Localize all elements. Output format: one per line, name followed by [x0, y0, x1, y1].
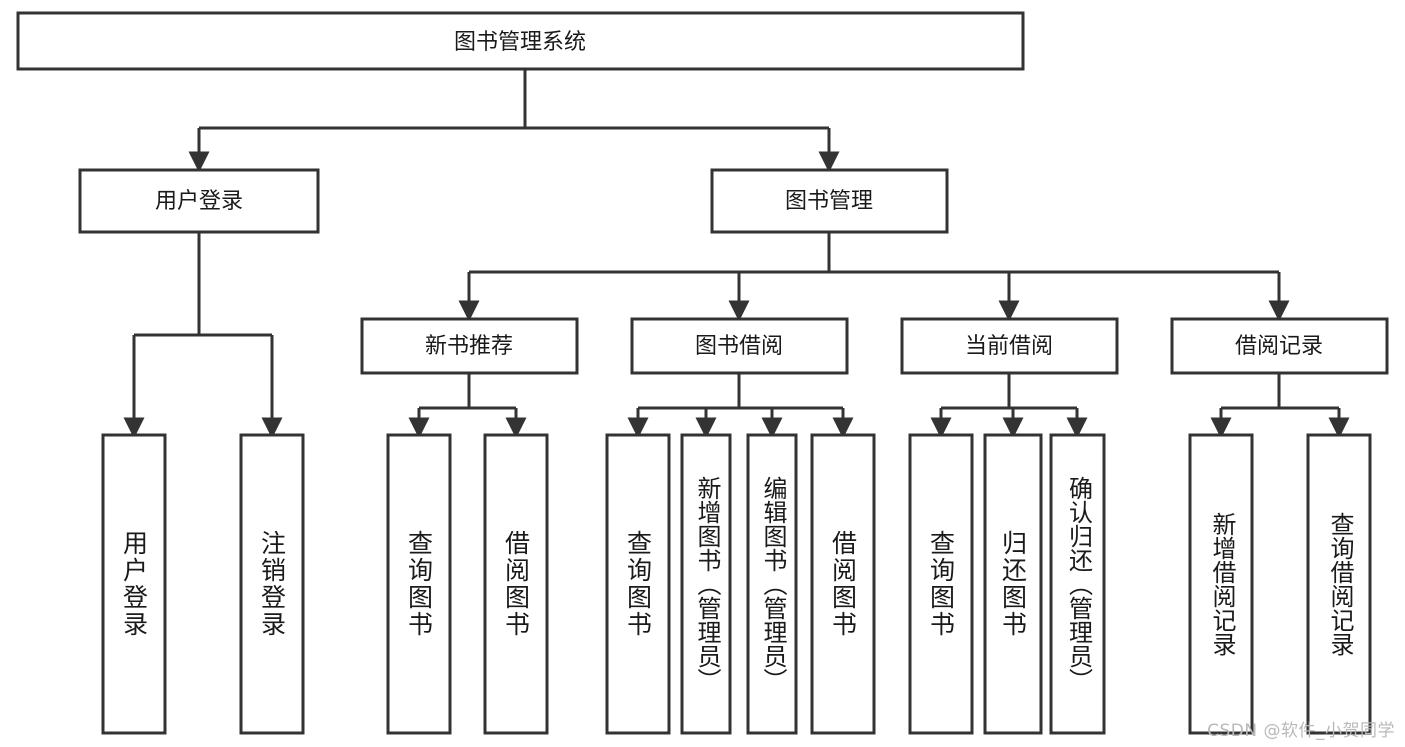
leaf-add-book-rect[interactable]: [680, 433, 732, 735]
node-book-borrow-rect[interactable]: [630, 317, 849, 375]
connector-book-manage-to-level3: [458, 232, 1290, 322]
leaf-boxes: [101, 433, 1372, 735]
leaf-logout-rect[interactable]: [239, 433, 305, 735]
node-current-borrow[interactable]: 当前借阅: [900, 317, 1119, 375]
leaf-edit-book-rect[interactable]: [746, 433, 798, 735]
node-root-label: 图书管理系统: [454, 30, 586, 55]
node-book-manage-rect[interactable]: [710, 168, 949, 234]
node-root[interactable]: 图书管理系统: [16, 11, 1025, 71]
leaf-user-login-rect[interactable]: [101, 433, 167, 735]
leaf-borrow-book-2-rect[interactable]: [810, 433, 876, 735]
node-new-book-rec-rect[interactable]: [360, 317, 579, 375]
leaf-query-book-2-rect[interactable]: [605, 433, 671, 735]
leaf-confirm-return-rect[interactable]: [1049, 433, 1106, 735]
connector-current-borrow-to-leaves: [930, 373, 1088, 439]
leaf-return-book-rect[interactable]: [983, 433, 1043, 735]
connector-borrow-record-to-leaves: [1210, 373, 1350, 439]
node-user-login-label: 用户登录: [155, 189, 243, 214]
csdn-watermark: CSDN @软件_小贺同学: [1207, 721, 1395, 741]
node-book-manage[interactable]: 图书管理: [710, 168, 949, 234]
node-book-manage-label: 图书管理: [785, 189, 873, 214]
node-borrow-record-label: 借阅记录: [1235, 334, 1323, 359]
node-book-borrow[interactable]: 图书借阅: [630, 317, 849, 375]
connector-book-borrow-to-leaves: [627, 373, 854, 439]
node-current-borrow-rect[interactable]: [900, 317, 1119, 375]
leaf-query-book-1-rect[interactable]: [386, 433, 452, 735]
node-borrow-record-rect[interactable]: [1170, 317, 1389, 375]
node-new-book-rec[interactable]: 新书推荐: [360, 317, 579, 375]
leaf-add-record-rect[interactable]: [1188, 433, 1254, 735]
node-root-rect[interactable]: [16, 11, 1025, 71]
leaf-borrow-book-1-rect[interactable]: [483, 433, 549, 735]
node-user-login[interactable]: 用户登录: [78, 168, 320, 234]
leaf-query-record-rect[interactable]: [1306, 433, 1372, 735]
node-book-borrow-label: 图书借阅: [695, 334, 783, 359]
connector-root-to-level2: [188, 69, 840, 173]
node-current-borrow-label: 当前借阅: [965, 334, 1053, 359]
node-new-book-rec-label: 新书推荐: [425, 334, 513, 359]
node-borrow-record[interactable]: 借阅记录: [1170, 317, 1389, 375]
connector-user-login-to-leaves: [123, 232, 283, 439]
connector-new-book-rec-to-leaves: [408, 373, 527, 439]
leaf-query-book-3-rect[interactable]: [908, 433, 974, 735]
